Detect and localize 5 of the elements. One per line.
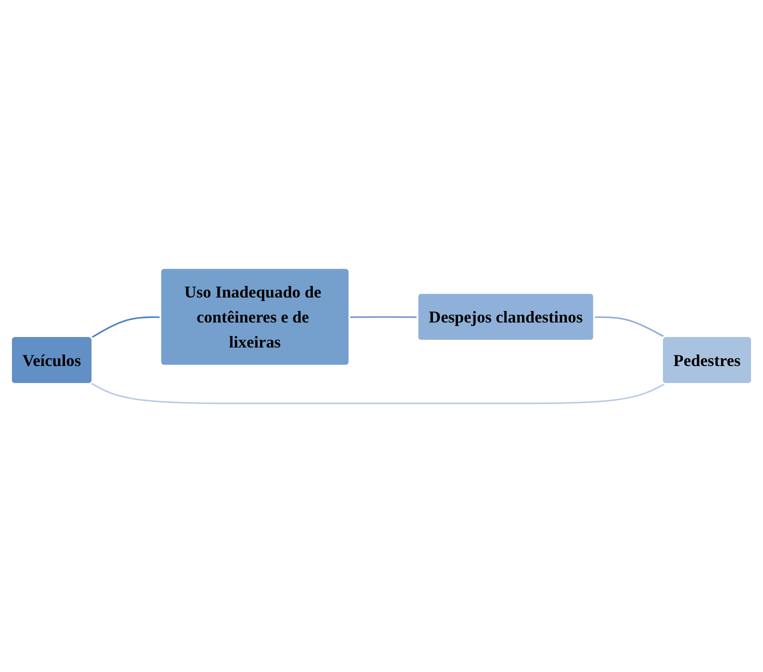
cycle-diagram: Veículos Uso Inadequado de contêineres e de lixeiras Despejos clandestinos Pedestres [5, 262, 758, 410]
connector [350, 316, 418, 318]
connector [91, 316, 161, 339]
connector [91, 382, 665, 404]
connector [594, 316, 665, 338]
